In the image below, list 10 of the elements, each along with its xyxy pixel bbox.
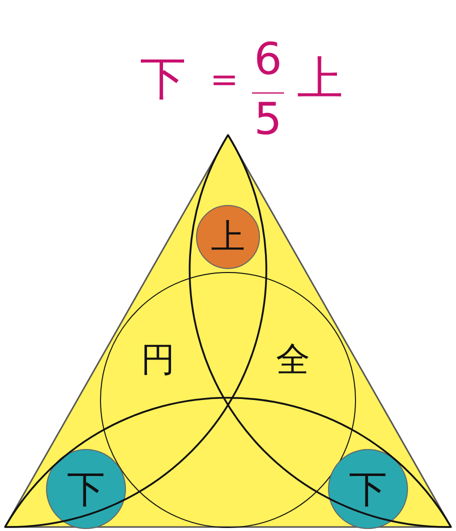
circle-label: 下 [67,470,105,508]
formula-term: 上 [297,55,343,101]
circle-label: 下 [349,470,387,508]
circle-label: 全 [276,343,310,377]
denominator: 5 [254,98,282,142]
formula-term: 下 [140,55,186,101]
circle-label: 円 [141,343,175,377]
numerator: 6 [254,38,282,82]
circle-label: 上 [211,220,245,254]
equals-sign: = [210,63,238,97]
